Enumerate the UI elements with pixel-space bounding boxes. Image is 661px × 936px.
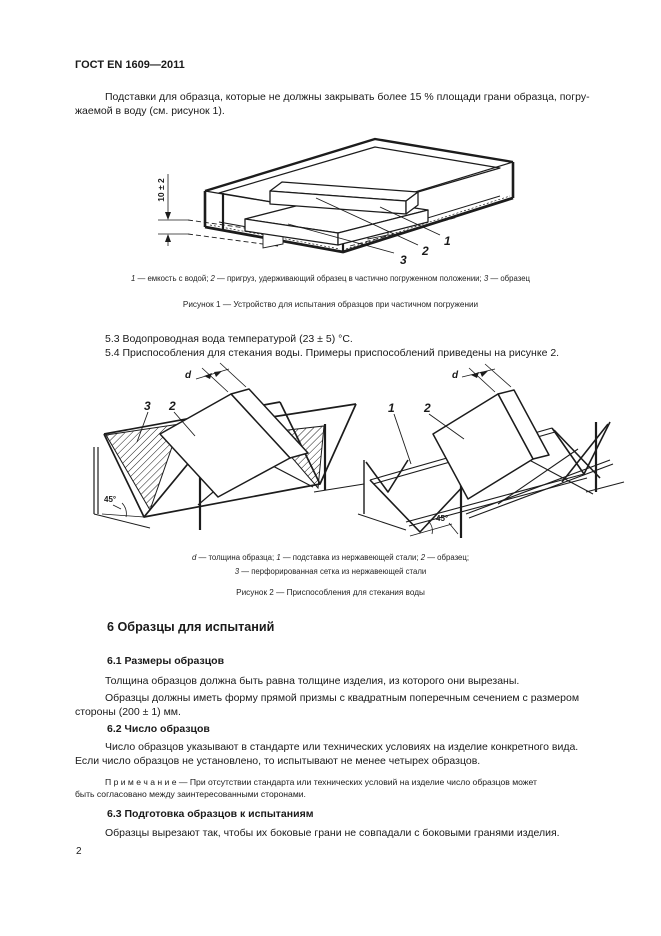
thickness-dimension: [195, 362, 247, 393]
figure1-callout-2: 2: [421, 244, 429, 258]
section6-1-heading: 6.1 Размеры образцов: [107, 655, 225, 667]
page-number: 2: [76, 846, 82, 857]
figure2-left-label-3: 3: [144, 399, 151, 413]
figure1-caption-text-1: — емкость с водой;: [135, 274, 211, 283]
figure1-drawing: 10 ± 2 3 2 1: [156, 137, 515, 267]
figure2-left-dim-label: d: [185, 370, 192, 381]
thickness-dim-arrows: [204, 371, 222, 379]
intro-line-2: жаемой в воду (см. рисунок 1).: [75, 105, 225, 117]
angle-mark: [101, 502, 145, 518]
section6-2-note-line-2: быть согласовано между заинтересованными…: [75, 789, 306, 799]
figure2-caption-text-4: — перфорированная сетка из нержавеющей с…: [239, 566, 427, 576]
section6-2-p1-line-1: Число образцов указывают в стандарте или…: [105, 741, 579, 753]
intro-line-1: Подставки для образца, которые не должны…: [105, 91, 590, 103]
figure2-right-label-1: 1: [388, 401, 395, 415]
figure2-right-dim-label: d: [452, 370, 459, 381]
figure1-dim-label: 10 ± 2: [156, 178, 166, 202]
specimen-slab: [159, 388, 309, 498]
figure1-caption-key-1: 1: [130, 274, 136, 283]
figure2-right-drawing: d 45° 1 2: [357, 363, 625, 538]
section6-2-p1-line-2: Если число образцов не установлено, то и…: [75, 755, 481, 767]
immersion-dimension: 10 ± 2: [156, 174, 188, 246]
figure2-caption-text-3: — образец;: [425, 553, 470, 562]
figure1-caption: 1 — емкость с водой; 2 — пригруз, удержи…: [0, 272, 661, 286]
callout-leaders: [287, 197, 441, 254]
section6-2-note-line-1: П р и м е ч а н и е — При отсутствии ста…: [105, 777, 537, 787]
section6-1-p2-line-2: стороны (200 ± 1) мм.: [75, 706, 181, 718]
weight-bar: [269, 181, 419, 215]
intro-paragraph: Подставки для образца, которые не должны…: [75, 90, 595, 118]
figure2-caption-line-1: d — толщина образца; 1 — подставка из не…: [0, 551, 661, 565]
section6-2-paragraph: Число образцов указывают в стандарте или…: [75, 740, 595, 768]
figure2-caption: d — толщина образца; 1 — подставка из не…: [0, 551, 661, 578]
clause5-items: 5.3 Водопроводная вода температурой (23 …: [75, 332, 595, 360]
figure2-right-angle-label: 45°: [436, 514, 448, 523]
figure1-caption-key-2: 2: [210, 274, 215, 283]
figure2-caption-key-3: 3: [234, 566, 240, 576]
figure2-left-angle-label: 45°: [104, 495, 116, 504]
figure2-left-label-2: 2: [168, 399, 176, 413]
figure2-title: Рисунок 2 — Приспособления для стекания …: [236, 588, 425, 597]
figure2-caption-key-2: 2: [420, 553, 426, 562]
section6-2-heading: 6.2 Число образцов: [107, 723, 210, 735]
figure1-caption-key-3: 3: [483, 274, 489, 283]
section6-1-p2-line-1: Образцы должны иметь форму прямой призмы…: [105, 692, 580, 704]
document-header: ГОСТ EN 1609—2011: [75, 59, 185, 71]
figure2-caption-line-2: 3 — перфорированная сетка из нержавеющей…: [0, 565, 661, 579]
section6-1-paragraph-1: Толщина образцов должна быть равна толщи…: [105, 675, 520, 687]
figure2-left-drawing: d 45° 3 2: [93, 362, 365, 530]
thickness-dimension: [461, 363, 512, 393]
clause-5-3: 5.3 Водопроводная вода температурой (23 …: [105, 333, 353, 345]
figure1-callout-3: 3: [400, 253, 407, 267]
figure2-caption-text-2: — подставка из нержавеющей стали;: [280, 553, 421, 562]
figure1-caption-text-2: — пригруз, удерживающий образец в частич…: [214, 274, 484, 283]
section6-3-paragraph: Образцы вырезают так, чтобы их боковые г…: [105, 827, 560, 839]
label-leaders: [136, 411, 196, 443]
section6-heading: 6 Образцы для испытаний: [107, 620, 275, 634]
section6-1-paragraph-2: Образцы должны иметь форму прямой призмы…: [75, 691, 595, 719]
figure1-caption-text-3: — образец: [488, 274, 531, 283]
clause-5-4: 5.4 Приспособления для стекания воды. Пр…: [105, 347, 560, 359]
angle-mark: [409, 520, 459, 537]
figure1-callout-1: 1: [444, 234, 451, 248]
section6-2-note: П р и м е ч а н и е — При отсутствии ста…: [75, 776, 595, 800]
thickness-dim-arrows: [471, 371, 488, 378]
figure1-title: Рисунок 1 — Устройство для испытания обр…: [182, 300, 479, 309]
figure2-caption-key-1: 1: [276, 553, 281, 562]
label-leaders: [393, 413, 465, 465]
section6-3-heading: 6.3 Подготовка образцов к испытаниям: [107, 808, 314, 820]
figure2-right-label-2: 2: [423, 401, 431, 415]
specimen-slab: [432, 389, 550, 500]
figure2-caption-text-1: — толщина образца;: [196, 553, 277, 562]
figure2-caption-key-d: d: [191, 553, 197, 562]
